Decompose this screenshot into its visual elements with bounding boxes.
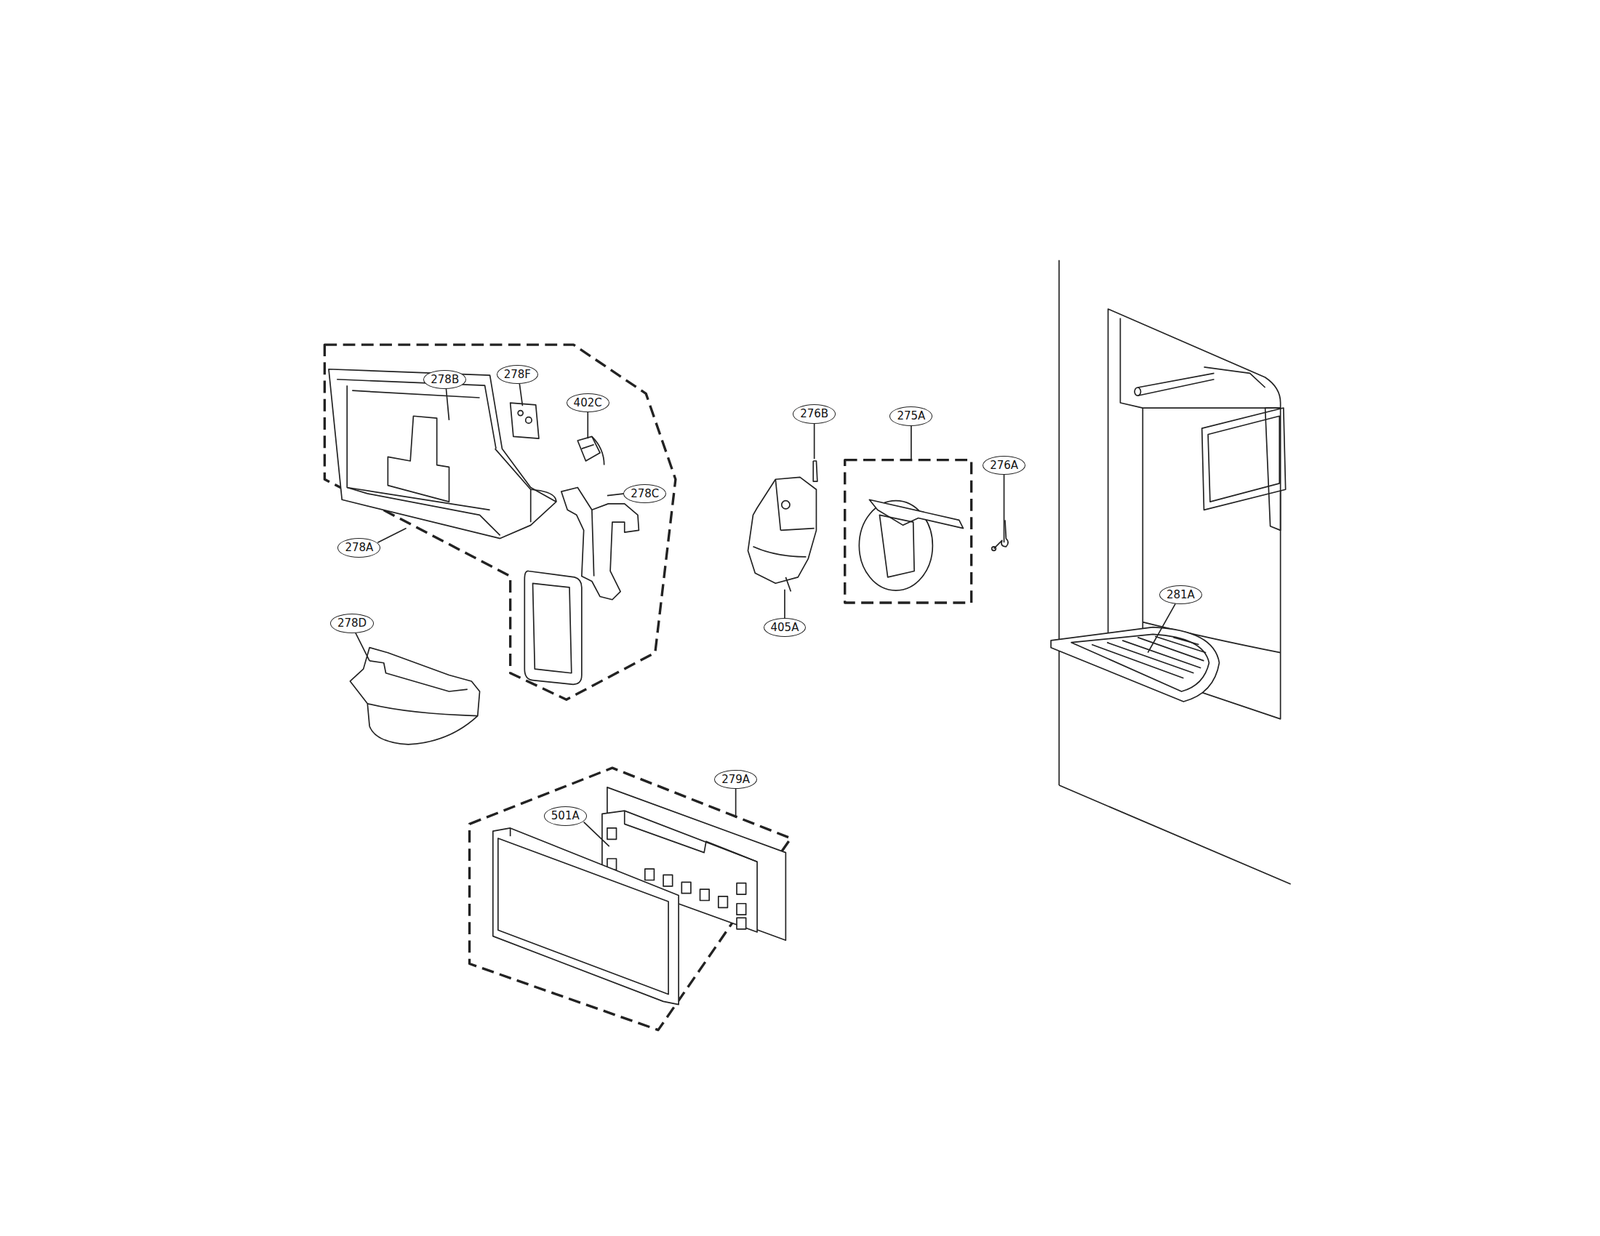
callout-number: 281A [1159, 585, 1203, 606]
callout-number: 276B [792, 404, 836, 424]
leader-lines [354, 383, 1176, 847]
drip-tray [1050, 627, 1219, 702]
ice-door [858, 499, 963, 591]
pin [813, 461, 818, 482]
callout-number: 278C [623, 484, 667, 504]
group-outline [845, 460, 972, 603]
dispenser-housing [328, 369, 557, 539]
callout-number: 402C [566, 393, 610, 414]
micro-switch [577, 436, 604, 465]
callout-number: 278D [330, 613, 374, 634]
cover-panel [524, 570, 582, 685]
group-outline [469, 768, 792, 1030]
callout-number: 275A [889, 406, 933, 427]
group-outline [324, 344, 676, 700]
spring [992, 520, 1008, 551]
callout-number: 278A [337, 538, 381, 558]
callout-number: 276A [982, 456, 1026, 476]
callout-number: 278F [496, 365, 539, 385]
callout-number: 405A [763, 618, 807, 638]
callout-number: 279A [714, 770, 758, 790]
ice-chute [349, 648, 480, 745]
refrigerator-door [1058, 260, 1291, 885]
callout-number: 501A [544, 806, 587, 827]
switch-plate [510, 402, 539, 439]
auger-motor [747, 477, 816, 592]
callout-number: 278B [423, 370, 467, 390]
display-assembly [493, 787, 787, 1006]
